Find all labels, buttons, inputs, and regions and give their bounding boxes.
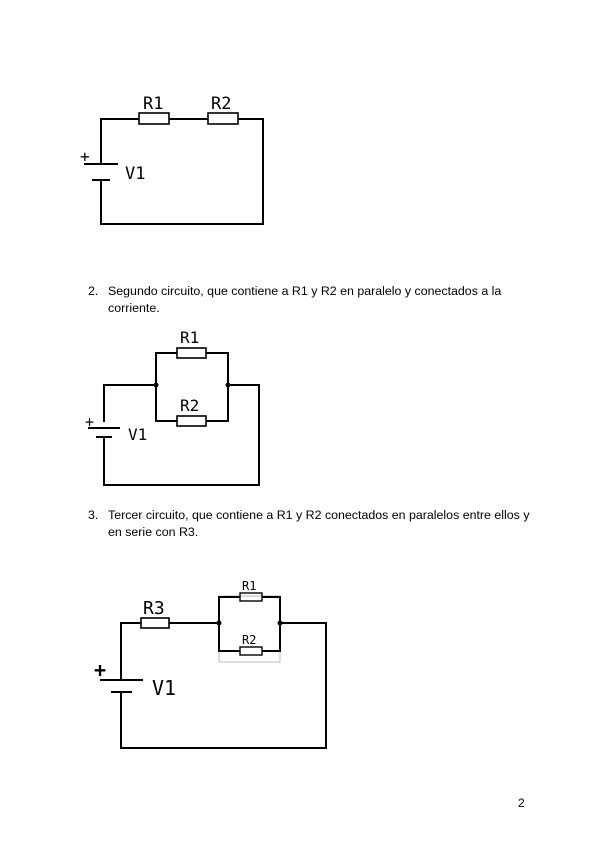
wire bbox=[100, 118, 139, 164]
junction-node bbox=[153, 382, 159, 388]
r1-label: R1 bbox=[242, 579, 256, 593]
r1-label: R1 bbox=[143, 94, 163, 114]
r2-label: R2 bbox=[211, 94, 231, 114]
wire bbox=[155, 385, 177, 422]
wire bbox=[262, 596, 281, 623]
resistor-r2 bbox=[207, 112, 239, 125]
parallel-block-box bbox=[218, 595, 281, 663]
wire bbox=[103, 384, 156, 422]
junction-node bbox=[277, 620, 283, 626]
wire bbox=[206, 385, 229, 422]
list-item-text: Segundo circuito, que contiene a R1 y R2… bbox=[108, 284, 502, 315]
list-number: 3. bbox=[88, 508, 99, 522]
plus-sign: + bbox=[94, 658, 106, 682]
plus-sign: + bbox=[80, 147, 90, 166]
v1-label: V1 bbox=[125, 164, 145, 184]
list-item-text: Tercer circuito, que contiene a R1 y R2 … bbox=[108, 508, 530, 539]
wire bbox=[218, 623, 240, 652]
resistor-r1 bbox=[176, 347, 207, 359]
v1-label: V1 bbox=[152, 676, 176, 700]
resistor-r1 bbox=[138, 112, 170, 125]
r2-label: R2 bbox=[180, 396, 199, 415]
page-number: 2 bbox=[518, 796, 525, 810]
r3-label: R3 bbox=[143, 598, 165, 619]
wire bbox=[103, 384, 260, 486]
junction-node bbox=[216, 620, 222, 626]
resistor-r1 bbox=[239, 592, 263, 602]
wire bbox=[206, 352, 229, 385]
wire bbox=[120, 622, 327, 749]
r2-label: R2 bbox=[242, 633, 256, 647]
resistor-r3 bbox=[140, 617, 170, 629]
r1-label: R1 bbox=[180, 328, 199, 347]
resistor-r2 bbox=[239, 646, 263, 656]
wire bbox=[262, 623, 281, 652]
wire bbox=[155, 352, 177, 385]
plus-sign: + bbox=[85, 413, 94, 431]
v1-label: V1 bbox=[128, 425, 147, 444]
wire bbox=[218, 596, 240, 623]
list-number: 2. bbox=[88, 284, 99, 298]
wire bbox=[100, 118, 264, 225]
wire bbox=[120, 622, 141, 680]
junction-node bbox=[225, 382, 231, 388]
resistor-r2 bbox=[176, 415, 207, 427]
